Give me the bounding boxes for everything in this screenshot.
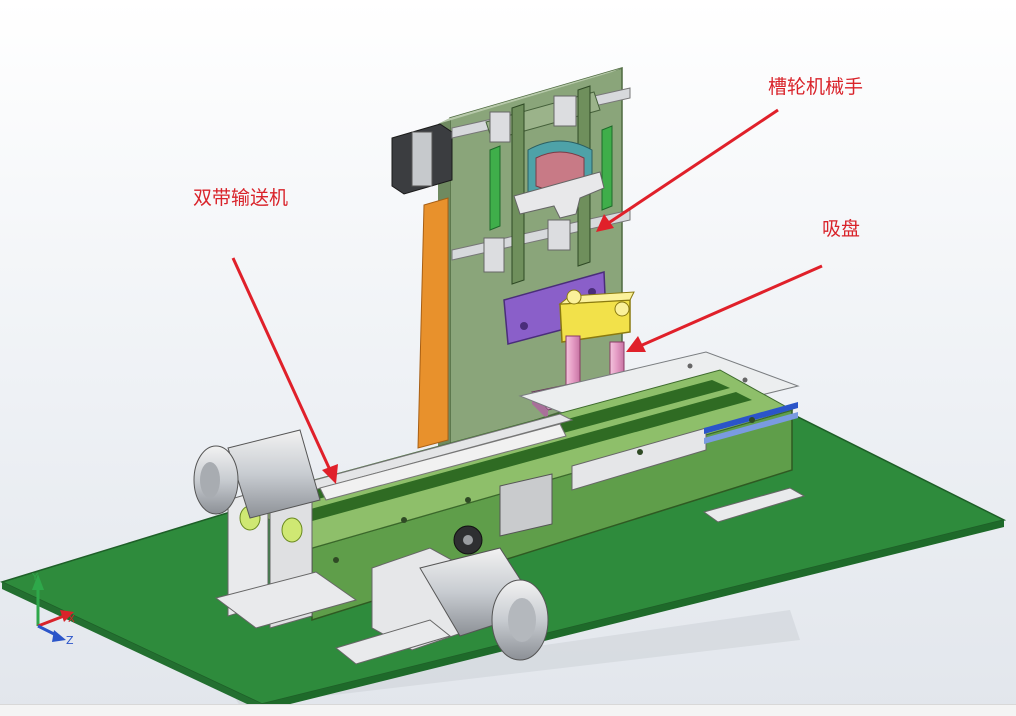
frame-bolt-5 (749, 417, 755, 423)
label-double-belt-conveyor: 双带输送机 (193, 187, 289, 209)
right-support-foot (702, 487, 806, 523)
top-plate-hole-1 (687, 363, 693, 369)
drive-pulley-hub (463, 535, 473, 545)
purple-bolt-1 (520, 322, 528, 330)
back-plate-top (438, 68, 622, 124)
roller-left-2 (281, 517, 303, 543)
frame-window (499, 473, 553, 537)
front-motor (334, 547, 549, 665)
yellow-cap-right (614, 301, 630, 317)
label-suction-cup: 吸盘 (822, 218, 861, 240)
frame-bolt-4 (637, 449, 643, 455)
axis-y-label: Y (31, 572, 39, 583)
base-plate-edge (262, 520, 1004, 711)
guide-rail (319, 423, 567, 501)
axis-x-label: X (68, 614, 75, 625)
yellow-cap-left (566, 289, 582, 305)
axis-z-label: Z (66, 634, 74, 647)
arrow-conveyor (231, 257, 338, 484)
stepper-motor (391, 123, 453, 195)
frame-bolt-3 (465, 497, 471, 503)
coordinate-triad: Y X Z (31, 572, 75, 647)
cylinder-bar (571, 427, 707, 491)
conveyor-belt-2 (278, 392, 752, 526)
top-plate-hole-2 (742, 377, 748, 383)
left-motor (193, 429, 321, 519)
label-geneva-gripper: 槽轮机械手 (768, 76, 864, 98)
arrow-gripper (596, 108, 779, 232)
frame-bolt-1 (333, 557, 339, 563)
orange-side-plate (417, 197, 449, 449)
frame-bolt-2 (401, 517, 407, 523)
left-base-foot (214, 571, 358, 629)
geneva-gripper-assembly (483, 85, 613, 285)
blue-guide-rod-2 (704, 412, 798, 444)
motor-base-foot (334, 619, 452, 665)
viewport-bottom-bar (0, 704, 1016, 716)
arrow-sucker (626, 264, 823, 352)
